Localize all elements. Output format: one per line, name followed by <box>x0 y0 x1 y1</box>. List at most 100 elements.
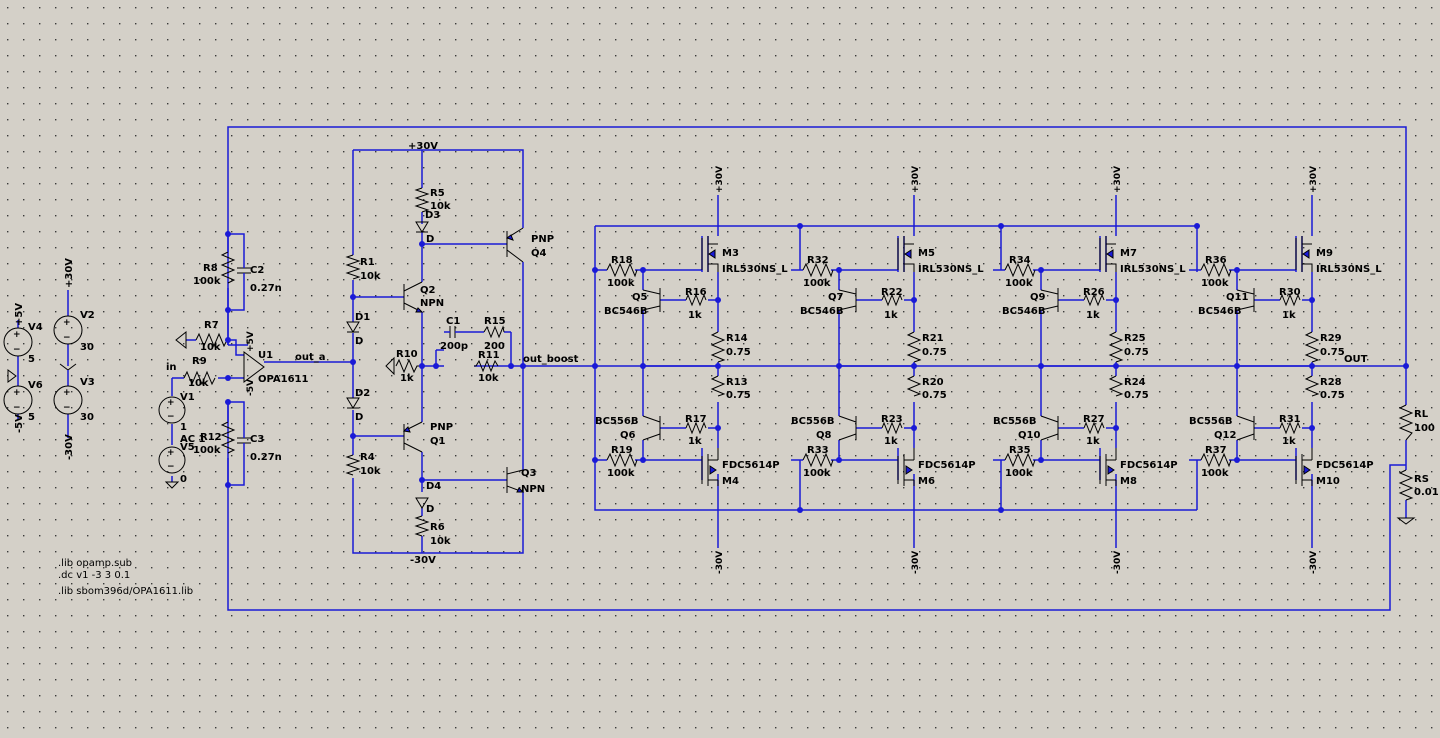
source-v1[interactable]: + − V1 1 AC 1 <box>158 378 206 445</box>
r1-value: 10k <box>360 271 381 282</box>
source-bottom-value: 0.75 <box>922 390 947 401</box>
resistor-r8[interactable]: R8 100k <box>193 234 236 345</box>
source-v6[interactable]: + − V6 5 -5V <box>3 380 43 433</box>
v5-value: 0 <box>180 474 187 485</box>
transistor-q3[interactable]: Q3 NPN <box>506 467 545 495</box>
opamp-u1[interactable]: U1 OPA1611 +5V -5V out_a <box>243 331 352 396</box>
base-bottom-value: 1k <box>1086 436 1100 447</box>
capacitor-c2[interactable]: C2 0.27n <box>237 252 282 294</box>
base-top-value: 1k <box>884 310 898 321</box>
net-out-label: OUT <box>1344 354 1368 365</box>
output-stage-3[interactable]: +30V-30VR36100kQ11BC546BR301kM9IRL530NS_… <box>1189 166 1382 574</box>
source-bottom-name: R20 <box>922 377 944 388</box>
resistor-r15[interactable]: R15 200 <box>483 316 506 352</box>
resistor-r11[interactable]: R11 10k <box>474 350 500 384</box>
q3-name: Q3 <box>521 468 537 479</box>
base-top-name: R30 <box>1279 287 1301 298</box>
resistor-r4[interactable]: R4 10k <box>345 452 381 477</box>
source-v3[interactable]: + − V3 30 -30V <box>53 370 95 460</box>
pnp-name: Q6 <box>620 430 636 441</box>
r11-name: R11 <box>478 350 500 361</box>
resistor-r5[interactable]: R5 10k <box>414 187 451 213</box>
output-stage-1[interactable]: +30V-30VR32100kQ7BC546BR221kM5IRL530NS_L… <box>791 166 984 574</box>
output-bus <box>592 223 1390 513</box>
ground-arrow <box>7 369 17 383</box>
d3-name: D3 <box>425 210 440 221</box>
gate-bottom-value: 100k <box>1201 468 1229 479</box>
resistor-rl[interactable]: RL 100 <box>1398 404 1435 441</box>
gate-top-name: R34 <box>1009 255 1031 266</box>
resistor-r12[interactable]: R12 100k <box>193 402 236 485</box>
source-v4[interactable]: + − V4 5 +5V <box>3 303 43 380</box>
diode-d1[interactable]: D1 D <box>346 312 370 347</box>
transistor-q1[interactable]: PNP Q1 <box>402 421 453 453</box>
diode-d3[interactable]: D3 D <box>415 210 440 245</box>
u1-pos-supply: +5V <box>246 331 256 352</box>
gate-bottom-name: R33 <box>807 445 829 456</box>
q2-name: Q2 <box>420 285 436 296</box>
v2-name: V2 <box>80 310 95 321</box>
source-v2[interactable]: + − V2 30 +30V <box>53 258 95 366</box>
capacitor-c1[interactable]: C1 200p <box>440 316 468 352</box>
v1-value: 1 <box>180 422 187 433</box>
source-v5[interactable]: + − V5 0 <box>158 442 195 489</box>
resistor-r1[interactable]: R1 10k <box>345 254 381 282</box>
resistor-source-bottom[interactable]: R20 0.75 <box>906 375 947 401</box>
transistor-q4[interactable]: PNP Q4 <box>505 227 554 263</box>
resistor-r10[interactable]: R10 1k <box>385 349 422 384</box>
resistor-rs[interactable]: RS 0.01 <box>1398 469 1439 501</box>
capacitor-c3[interactable]: C3 0.27n <box>237 420 282 463</box>
resistor-r6[interactable]: R6 10k <box>414 515 451 547</box>
driver-p30-label: +30V <box>408 141 438 152</box>
diode-d2[interactable]: D2 D <box>346 388 370 423</box>
diode-d4[interactable]: D4 D <box>415 481 441 515</box>
u1-neg-supply: -5V <box>246 379 256 396</box>
transistor-q2[interactable]: Q2 NPN <box>403 281 444 313</box>
output-stage-0[interactable]: +30V-30VR18100kQ5BC546BR161kM3IRL530NS_L… <box>595 166 788 574</box>
rs-name: RS <box>1414 474 1429 485</box>
r10-name: R10 <box>396 349 418 360</box>
resistor-r7[interactable]: R7 10k <box>175 320 228 353</box>
resistor-r9[interactable]: R9 10k in <box>166 356 216 389</box>
